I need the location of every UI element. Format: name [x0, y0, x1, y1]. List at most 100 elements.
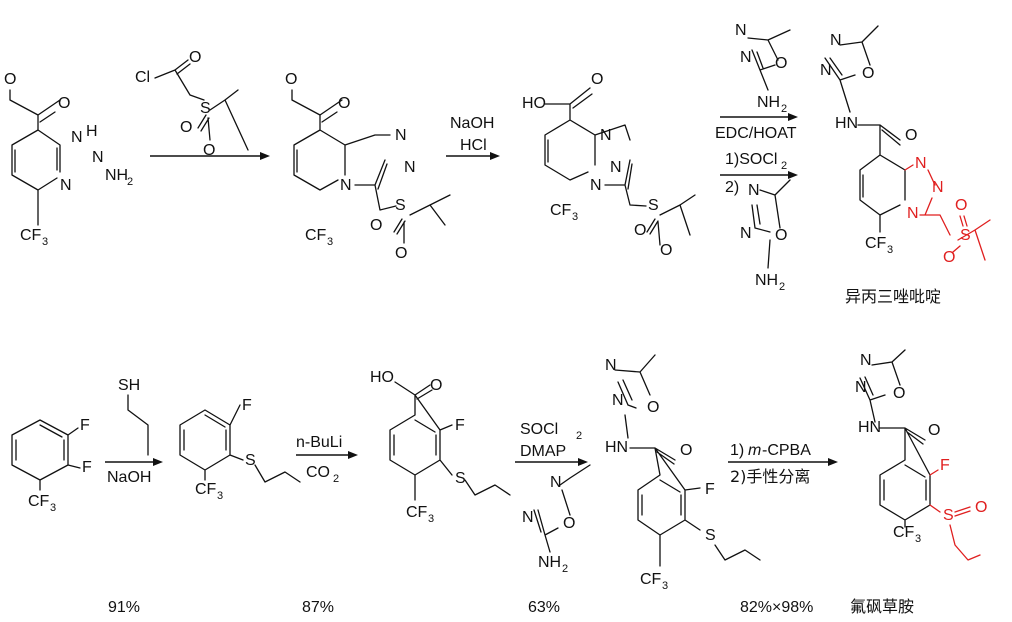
- atom-label: O: [975, 499, 987, 516]
- atom-label: HN: [858, 419, 881, 436]
- yield-label: 82%×98%: [740, 599, 813, 616]
- reagent-label: NaOH: [450, 115, 494, 132]
- atom-label: N: [820, 62, 832, 79]
- atom-label: F: [455, 417, 465, 434]
- atom-label: O: [180, 119, 192, 136]
- atom-label: N: [610, 159, 622, 176]
- reaction-arrow-r2-3: SOCl 2 DMAP: [515, 421, 588, 466]
- atom-label: CF: [550, 202, 572, 219]
- atom-label: S: [200, 100, 211, 117]
- reagent-label: EDC/HOAT: [715, 125, 797, 142]
- atom-label: S: [455, 470, 466, 487]
- compound-product-isopropyl-triazolopyridine: N N O HN O CF 3 N N N S O O 异丙三唑吡啶: [820, 25, 991, 306]
- bond: [747, 29, 791, 91]
- atom-label: O: [660, 242, 672, 259]
- reagent-sulfonylacetyl-chloride: Cl O S O O: [135, 49, 249, 159]
- atom-label: CF: [865, 235, 887, 252]
- atom-label: N: [340, 177, 352, 194]
- atom-label: O: [862, 65, 874, 82]
- atom-subscript: 3: [572, 211, 578, 223]
- atom-label: O: [285, 71, 297, 88]
- atom-label: S: [395, 197, 406, 214]
- atom-label: O: [591, 71, 603, 88]
- atom-label: N: [860, 352, 872, 369]
- bond: [127, 394, 149, 456]
- atom-label: NH: [755, 272, 778, 289]
- atom-label: N: [612, 392, 624, 409]
- atom-subscript: 2: [562, 563, 568, 575]
- reaction-arrow-r2-4: 1) m -CPBA 2)手性分离: [728, 442, 838, 486]
- atom-label: N: [600, 127, 612, 144]
- reagent-label: CO: [306, 464, 330, 481]
- bond: [389, 381, 511, 501]
- atom-label: O: [647, 399, 659, 416]
- reaction-arrow-r2-2: n-BuLi CO 2: [296, 434, 358, 485]
- atom-subscript: 2: [781, 160, 787, 172]
- atom-subscript: 2: [781, 103, 787, 115]
- reagent-label: 2): [725, 179, 739, 196]
- reaction-arrow-2: NaOH HCl: [446, 115, 500, 160]
- reagent-aminooxadiazole-lower: N N O NH 2: [740, 179, 791, 293]
- compound-ester-triazolopyridine: O O N N N S O O CF 3: [285, 71, 451, 262]
- bond: [179, 404, 301, 483]
- atom-subscript: 3: [915, 533, 921, 545]
- atom-label: N: [590, 177, 602, 194]
- atom-subscript: 2: [127, 176, 133, 188]
- atom-label: Cl: [135, 69, 150, 86]
- atom-label: N: [915, 155, 927, 172]
- reagent-label: 1): [730, 442, 744, 459]
- reagent-label: n-BuLi: [296, 434, 342, 451]
- atom-label: O: [338, 95, 350, 112]
- reagent-aminooxadiazole-row2: N N O NH 2: [522, 464, 591, 575]
- reagent-label: 2)手性分离: [730, 467, 810, 486]
- atom-label: F: [80, 417, 90, 434]
- atom-label: NH: [538, 554, 561, 571]
- atom-label: O: [4, 71, 16, 88]
- atom-label: F: [705, 481, 715, 498]
- atom-subscript: 3: [50, 502, 56, 514]
- atom-label: O: [775, 227, 787, 244]
- atom-label: N: [907, 205, 919, 222]
- atom-label: O: [203, 142, 215, 159]
- atom-label: CF: [640, 571, 662, 588]
- atom-label: N: [60, 177, 72, 194]
- atom-label: NH: [757, 94, 780, 111]
- bond: [614, 354, 761, 567]
- atom-label: CF: [20, 227, 42, 244]
- atom-subscript: 2: [779, 281, 785, 293]
- atom-label: N: [71, 129, 83, 146]
- reagent-label: -CPBA: [762, 442, 811, 459]
- atom-label: O: [928, 422, 940, 439]
- reaction-arrow-3: EDC/HOAT 1)SOCl 2 2): [715, 113, 798, 196]
- atom-label: O: [943, 249, 955, 266]
- atom-label: S: [943, 507, 954, 524]
- reagent-label: DMAP: [520, 443, 566, 460]
- yield-label: 87%: [302, 599, 334, 616]
- reagent-label: NaOH: [107, 469, 151, 486]
- atom-label: HN: [835, 115, 858, 132]
- atom-label: O: [58, 95, 70, 112]
- reagent-aminooxadiazole-upper: N N O NH 2: [735, 22, 791, 115]
- reagent-label: SH: [118, 377, 140, 394]
- bond: [751, 179, 791, 269]
- atom-label: N: [735, 22, 747, 39]
- compound-difluoro-trifluoromethylbenzene: F F CF 3: [11, 417, 92, 514]
- reagent-label: 1)SOCl: [725, 151, 777, 168]
- atom-subscript: 3: [217, 490, 223, 502]
- bond: [11, 419, 81, 491]
- atom-label: O: [189, 49, 201, 66]
- atom-label: O: [563, 515, 575, 532]
- atom-label: CF: [195, 481, 217, 498]
- atom-label: S: [705, 527, 716, 544]
- atom-label: N: [550, 474, 562, 491]
- yields-row: 91% 87% 63% 82%×98%: [108, 599, 813, 616]
- bond-highlight: [904, 164, 991, 261]
- atom-label: H: [86, 123, 98, 140]
- compound-hydrazinylpyridine-ester: O O N H N N NH 2 CF 3: [4, 71, 133, 248]
- atom-label: HO: [370, 369, 394, 386]
- atom-label: F: [82, 459, 92, 476]
- atom-subscript: 2: [333, 473, 339, 485]
- compound-amide-sulfide: N N O HN O F S CF 3: [605, 354, 761, 592]
- atom-label: O: [430, 377, 442, 394]
